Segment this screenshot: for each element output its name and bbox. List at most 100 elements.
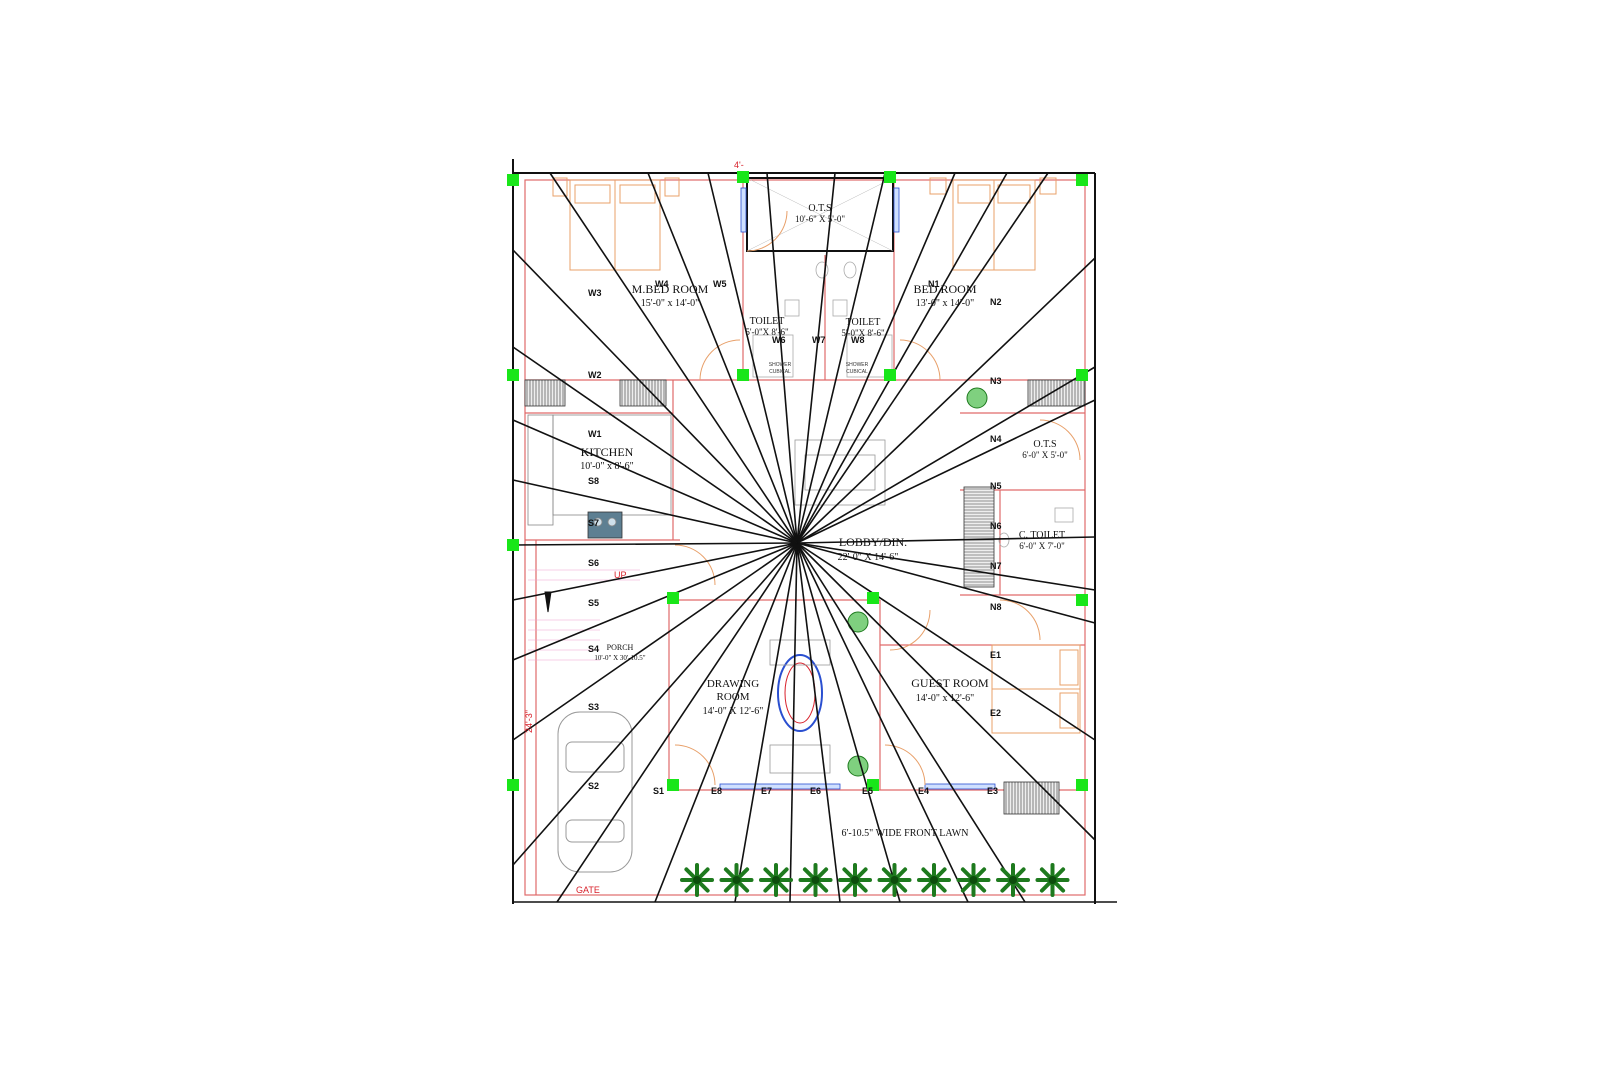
toilet-fixtures bbox=[752, 261, 1074, 548]
radial-line bbox=[796, 172, 1008, 544]
radial-line bbox=[796, 172, 1049, 544]
palm-trunk bbox=[1048, 876, 1057, 884]
boundary-marker bbox=[667, 592, 679, 604]
room-porch-name: PORCH bbox=[607, 643, 634, 652]
palm-tree-icon bbox=[1035, 863, 1070, 897]
zone-N4: N4 bbox=[990, 434, 1002, 444]
front-lawn-label: 6'-10.5" WIDE FRONT LAWN bbox=[842, 828, 969, 839]
room-ots-top-dims: 10'-6" X 5'-0" bbox=[795, 214, 845, 224]
zone-S2: S2 bbox=[588, 781, 599, 791]
zone-N7: N7 bbox=[990, 561, 1002, 571]
palm-tree-icon bbox=[798, 863, 833, 897]
boundary-marker bbox=[1076, 369, 1088, 381]
room-kitchen-name: KITCHEN bbox=[581, 445, 634, 459]
palm-tree-icon bbox=[680, 863, 714, 897]
room-toilet1-dims: 5'-0"X 8'-6" bbox=[745, 327, 789, 337]
room-bed-dims: 13'-0" x 14'-0" bbox=[916, 298, 974, 309]
radial-line bbox=[512, 346, 798, 544]
zone-N5: N5 bbox=[990, 481, 1002, 491]
vastu-radial-lines bbox=[512, 172, 1096, 903]
palm-trunk bbox=[772, 876, 780, 884]
room-c-toilet-name: C. TOILET bbox=[1019, 530, 1065, 541]
radial-line bbox=[734, 542, 798, 903]
boundary-marker bbox=[1076, 779, 1088, 791]
boundary-marker bbox=[667, 779, 679, 791]
palm-tree-icon bbox=[917, 863, 951, 897]
zone-S1: S1 bbox=[653, 786, 664, 796]
palm-trunk bbox=[811, 876, 820, 884]
palm-trunk bbox=[732, 876, 741, 884]
zone-E8: E8 bbox=[711, 786, 722, 796]
zone-W6: W6 bbox=[772, 335, 786, 345]
shower-label-1: SHOWER bbox=[769, 362, 792, 368]
zone-E4: E4 bbox=[918, 786, 929, 796]
zone-S4: S4 bbox=[588, 644, 599, 654]
radial-line bbox=[796, 542, 1096, 591]
room-drawing-dims: 14'-0" X 12'-6" bbox=[703, 706, 764, 717]
room-master-bed-dims: 15'-0" x 14'-0" bbox=[641, 298, 699, 309]
room-toilet1-name: TOILET bbox=[750, 316, 785, 327]
gate-label: GATE bbox=[576, 885, 600, 895]
zone-N6: N6 bbox=[990, 521, 1002, 531]
zone-W5: W5 bbox=[713, 279, 727, 289]
boundary-marker bbox=[507, 539, 519, 551]
stair-steps bbox=[528, 569, 640, 661]
boundary-marker bbox=[884, 369, 896, 381]
zone-E6: E6 bbox=[810, 786, 821, 796]
room-ots-top-name: O.T.S bbox=[808, 203, 831, 214]
room-kitchen-dims: 10'-0" x 8'-6" bbox=[580, 461, 633, 472]
boundary-marker bbox=[507, 174, 519, 186]
radial-line bbox=[512, 249, 798, 544]
zone-S6: S6 bbox=[588, 558, 599, 568]
boundary-marker bbox=[507, 779, 519, 791]
palm-tree-icon bbox=[956, 863, 991, 897]
boundary-marker bbox=[1076, 174, 1088, 186]
radial-line bbox=[796, 542, 1026, 903]
room-guest-name: GUEST ROOM bbox=[911, 676, 989, 690]
zone-W4: W4 bbox=[655, 279, 669, 289]
radial-line bbox=[512, 542, 798, 866]
bed-second bbox=[929, 177, 1057, 271]
shower-label-2: SHOWER bbox=[846, 362, 869, 368]
zone-E2: E2 bbox=[990, 708, 1001, 718]
zone-E1: E1 bbox=[990, 650, 1001, 660]
palm-tree-icon bbox=[838, 863, 872, 897]
radial-line bbox=[796, 542, 1096, 741]
radial-line bbox=[512, 542, 798, 661]
ots-top-box bbox=[746, 177, 894, 252]
zone-S3: S3 bbox=[588, 702, 599, 712]
radial-line bbox=[512, 542, 798, 546]
radial-line bbox=[796, 172, 886, 544]
door-swings bbox=[674, 210, 1081, 786]
room-drawing-name: DRAWING bbox=[707, 678, 759, 690]
radial-line bbox=[796, 542, 1096, 624]
zone-E3: E3 bbox=[987, 786, 998, 796]
zone-S5: S5 bbox=[588, 598, 599, 608]
stair-up-label: UP bbox=[614, 570, 627, 580]
zone-W7: W7 bbox=[812, 335, 826, 345]
palm-trunk bbox=[851, 876, 859, 884]
radial-line bbox=[789, 542, 798, 903]
zone-N8: N8 bbox=[990, 602, 1002, 612]
zone-N3: N3 bbox=[990, 376, 1002, 386]
boundary-marker bbox=[1076, 594, 1088, 606]
room-guest-dims: 14'-0" x 12'-6" bbox=[916, 693, 974, 704]
palm-tree-icon bbox=[877, 863, 912, 897]
zone-W8: W8 bbox=[851, 335, 865, 345]
radial-line bbox=[796, 542, 841, 903]
room-bed-name: BED ROOM bbox=[913, 282, 976, 296]
radial-line bbox=[512, 419, 798, 544]
zone-W1: W1 bbox=[588, 429, 602, 439]
radial-line bbox=[647, 172, 798, 544]
zone-W3: W3 bbox=[588, 288, 602, 298]
boundary-marker bbox=[737, 369, 749, 381]
room-labels: O.T.S 10'-6" X 5'-0" M.BED ROOM 15'-0" x… bbox=[524, 160, 1068, 895]
radial-line bbox=[796, 257, 1096, 544]
stair-up-arrow bbox=[544, 591, 552, 613]
zone-E7: E7 bbox=[761, 786, 772, 796]
radial-line bbox=[796, 536, 1096, 544]
hatch-lines bbox=[526, 380, 1085, 814]
radial-line bbox=[796, 172, 956, 544]
radial-line bbox=[796, 399, 1096, 544]
